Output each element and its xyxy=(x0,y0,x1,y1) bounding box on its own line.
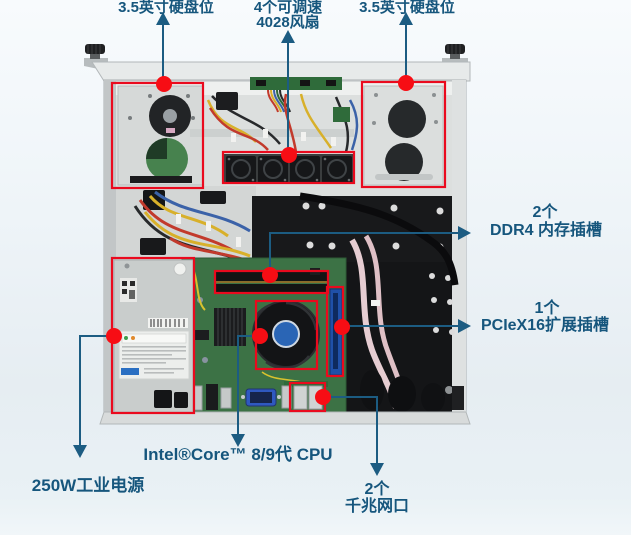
label-pcie-name: PCIeX16扩展插槽 xyxy=(480,317,610,334)
highlight-dot-cpu xyxy=(252,328,268,344)
callout-line-ddr4 xyxy=(269,232,460,274)
highlight-dot-lan xyxy=(315,389,331,405)
chipset-heatsink xyxy=(214,308,246,346)
arrow-up-icon xyxy=(281,30,295,43)
hdd-bay-right xyxy=(363,85,444,186)
vga-port xyxy=(241,388,281,407)
hdd-bay-left xyxy=(117,85,204,186)
label-fans-line1: 4个可调速 xyxy=(253,0,323,16)
fan-controller-board xyxy=(250,77,342,113)
label-fans-line2: 4028风扇 xyxy=(256,14,320,31)
chassis-illustration xyxy=(84,44,471,425)
callout-line-psu xyxy=(79,335,113,447)
arrow-right-icon xyxy=(458,319,471,333)
barcode-sticker xyxy=(148,318,188,328)
chassis-front-rail xyxy=(91,61,471,82)
callout-line-lan xyxy=(324,396,378,465)
arrow-up-icon xyxy=(399,12,413,25)
label-hdd-left: 3.5英寸硬盘位 xyxy=(118,0,214,16)
arrow-down-icon xyxy=(231,434,245,447)
label-psu: 250W工业电源 xyxy=(31,476,145,495)
thick-black-cable xyxy=(299,192,459,286)
highlight-dot-hdd-right xyxy=(398,75,414,91)
highlight-dots xyxy=(106,75,414,405)
highlight-dot-fans xyxy=(281,147,297,163)
spec-label xyxy=(118,330,190,380)
arrow-up-icon xyxy=(156,12,170,25)
label-cpu: Intel®Core™ 8/9代 CPU xyxy=(143,445,333,464)
arrow-down-icon xyxy=(370,463,384,476)
callout-arrowheads xyxy=(73,12,471,476)
qr-sticker xyxy=(120,278,137,302)
label-ddr4-count: 2个 xyxy=(532,204,558,221)
cable-bundle-middle xyxy=(116,186,256,262)
arrow-down-icon xyxy=(73,445,87,458)
arrow-right-icon xyxy=(458,226,471,240)
label-lan-count: 2个 xyxy=(364,481,390,498)
highlight-dot-pcie xyxy=(334,319,350,335)
power-supply xyxy=(113,259,194,413)
highlight-dot-psu xyxy=(106,328,122,344)
highlight-dot-ddr4 xyxy=(262,267,278,283)
label-lan-name: 千兆网口 xyxy=(344,498,410,515)
label-pcie-count: 1个 xyxy=(534,300,560,317)
label-hdd-right: 3.5英寸硬盘位 xyxy=(359,0,455,16)
label-ddr4-name: DDR4 内存插槽 xyxy=(489,222,603,239)
highlight-dot-hdd-left xyxy=(156,76,172,92)
fan-row xyxy=(224,154,354,184)
